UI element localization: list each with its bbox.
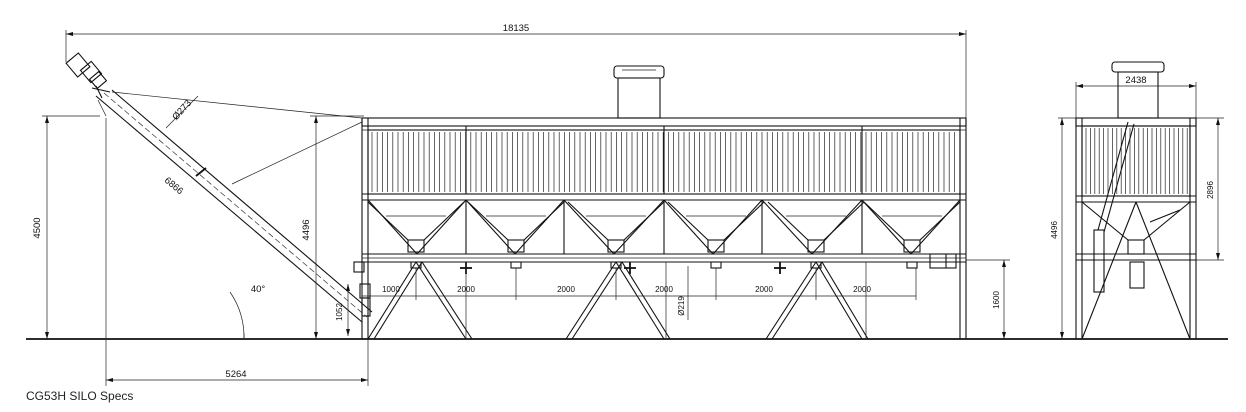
spacing-label: 2000 (755, 285, 773, 294)
silo-top-hatch (613, 65, 665, 119)
auger-outlet-height-label: 1052 (335, 303, 344, 321)
silo-height-dimension: 4496 (301, 115, 364, 339)
width-label: 2438 (1125, 75, 1146, 86)
spacing-label: 2000 (557, 285, 575, 294)
pipe-diameter-label: Ø219 (677, 296, 686, 316)
spacing-label: 2000 (655, 285, 673, 294)
overall-length-dimension: 18135 (65, 23, 967, 118)
side-body-height-label: 2896 (1206, 181, 1215, 199)
auger-angle-label: 40° (251, 284, 266, 295)
silo-height-label: 4496 (301, 219, 312, 240)
pipe-diameter-dimension: Ø219 (677, 266, 689, 320)
auger-length-label: 6866 (162, 175, 185, 197)
silo-legs (367, 199, 961, 340)
total-height-label: 4500 (32, 217, 43, 238)
auger-base-dimension: 5264 (105, 118, 369, 386)
side-corrugations (1085, 128, 1188, 194)
screw-conveyor: 6866 Ø273 40° 1052 (65, 52, 373, 340)
auger-motor (65, 52, 111, 99)
spacing-label: 2000 (853, 285, 871, 294)
overall-length-label: 18135 (503, 23, 529, 34)
spacing-label: 2000 (457, 285, 475, 294)
figure-caption: CG53H SILO Specs (26, 389, 134, 403)
total-height-dimension: 4500 (32, 115, 100, 339)
leg-height-label: 1600 (992, 291, 1001, 309)
silo-side-view: 2438 4496 2896 (1050, 61, 1224, 340)
auger-base-label: 5264 (225, 369, 246, 380)
silo-corrugations (371, 132, 955, 192)
auger-diameter-label: Ø273 (170, 98, 194, 123)
spacing-dimensions: 1000 2000 2000 2000 2000 2000 (361, 268, 917, 300)
side-height-label: 4496 (1050, 221, 1059, 239)
first-spacing-label: 1000 (382, 285, 400, 294)
leg-height-dimension: 1600 (966, 259, 1010, 339)
